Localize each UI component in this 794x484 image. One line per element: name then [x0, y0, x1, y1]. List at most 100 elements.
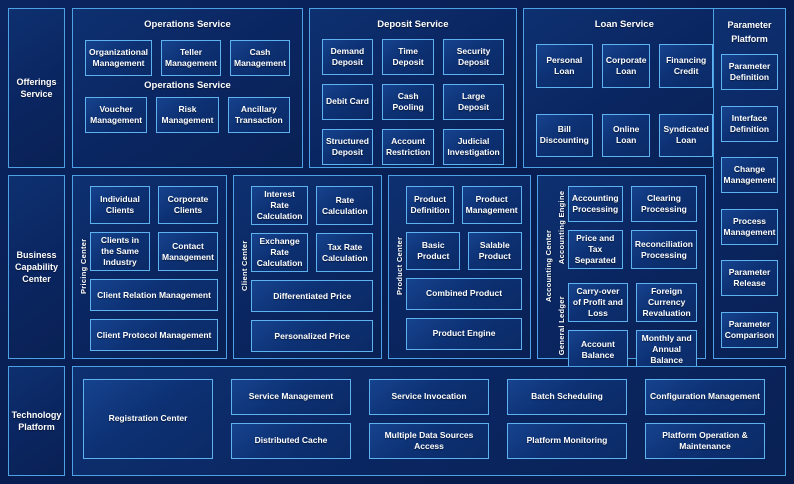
accounting-engine-section: Accounting Engine Accounting Processing … [555, 186, 697, 270]
node-foreign-currency-revaluation: Foreign Currency Revaluation [636, 283, 697, 323]
node-judicial-investigation: Judicial Investigation [443, 129, 504, 165]
deposit-grid: Demand Deposit Time Deposit Security Dep… [321, 39, 504, 165]
node-reconciliation-processing: Reconciliation Processing [630, 230, 697, 270]
parameter-platform-title: Parameter Platform [727, 20, 772, 44]
product-center-vertical-label: Product Center [395, 236, 405, 296]
pricing-row-2: Clients in the Same Industry Contact Man… [90, 232, 218, 272]
node-security-deposit: Security Deposit [443, 39, 504, 75]
client-center-vertical-label: Client Center [239, 240, 249, 292]
accounting-center-content: Accounting Engine Accounting Processing … [555, 182, 697, 370]
node-personal-loan: Personal Loan [535, 44, 593, 88]
node-interface-definition: Interface Definition [721, 105, 778, 142]
node-contact-management: Contact Management [157, 232, 218, 272]
pricing-center-vertical-label: Pricing Center [79, 238, 88, 294]
node-client-relation-management: Client Relation Management [90, 279, 218, 312]
node-account-balance: Account Balance [567, 330, 629, 370]
node-monthly-and-annual-balance: Monthly and Annual Balance [636, 330, 697, 370]
node-multiple-data-sources-access: Multiple Data Sources Access [369, 423, 489, 459]
node-voucher-management: Voucher Management [85, 97, 148, 133]
node-service-management: Service Management [231, 379, 351, 415]
node-carry-over-of-profit-and-loss: Carry-over of Profit and Loss [567, 283, 629, 323]
node-account-restriction: Account Restriction [381, 129, 435, 165]
node-personalized-price: Personalized Price [250, 320, 374, 353]
node-risk-management: Risk Management [156, 97, 219, 133]
product-row-1: Product Definition Product Management [406, 186, 522, 224]
node-product-management: Product Management [461, 186, 522, 224]
node-syndicated-loan: Syndicated Loan [659, 113, 713, 157]
panel-parameter-platform: Parameter Platform Parameter Definition … [713, 8, 786, 359]
node-debit-card: Debit Card [321, 84, 373, 120]
operations-row-2: Voucher Management Risk Management Ancil… [85, 97, 290, 133]
node-parameter-definition: Parameter Definition [721, 54, 778, 90]
node-parameter-comparison: Parameter Comparison [721, 311, 778, 348]
operations-row-1: Organizational Management Teller Managem… [85, 40, 290, 76]
node-differentiated-price: Differentiated Price [250, 280, 374, 313]
node-platform-operation-maintenance: Platform Operation & Maintenance [645, 423, 765, 459]
node-price-and-tax-separated: Price and Tax Separated [567, 230, 623, 270]
group-pricing-center: Pricing Center Individual Clients Corpor… [72, 175, 227, 359]
group-client-center: Client Center Interest Rate Calculation … [232, 175, 383, 359]
loan-service-title: Loan Service [594, 19, 654, 30]
node-product-engine: Product Engine [406, 318, 522, 350]
node-cash-pooling: Cash Pooling [381, 84, 435, 120]
node-change-management: Change Management [721, 157, 778, 194]
sidebar-offerings-service: Offerings Service [8, 8, 65, 168]
operations-service-title: Operations Service [144, 19, 231, 30]
product-center-content: Product Definition Product Management Ba… [406, 182, 522, 350]
client-row-2: Exchange Rate Calculation Tax Rate Calcu… [250, 233, 374, 273]
group-accounting-center: Accounting Center Accounting Engine Acco… [536, 175, 706, 370]
group-product-center: Product Center Product Definition Produc… [388, 175, 531, 359]
node-process-management: Process Management [721, 208, 778, 245]
node-teller-management: Teller Management [161, 40, 221, 76]
node-platform-monitoring: Platform Monitoring [507, 423, 627, 459]
node-rate-calculation: Rate Calculation [316, 186, 374, 226]
node-large-deposit: Large Deposit [443, 84, 504, 120]
general-ledger-grid: Carry-over of Profit and Loss Foreign Cu… [567, 283, 697, 370]
node-structured-deposit: Structured Deposit [321, 129, 373, 165]
pricing-row-1: Individual Clients Corporate Clients [90, 186, 218, 224]
node-salable-product: Salable Product [468, 232, 522, 270]
node-organizational-management: Organizational Management [85, 40, 153, 76]
node-clients-in-the-same-industry: Clients in the Same Industry [90, 232, 150, 272]
node-individual-clients: Individual Clients [90, 186, 150, 224]
node-corporate-clients: Corporate Clients [157, 186, 218, 224]
loan-grid: Personal Loan Corporate Loan Financing C… [535, 44, 713, 157]
node-clearing-processing: Clearing Processing [630, 186, 697, 222]
node-client-protocol-management: Client Protocol Management [90, 319, 218, 352]
node-online-loan: Online Loan [601, 113, 651, 157]
business-capability-row: Pricing Center Individual Clients Corpor… [72, 175, 706, 370]
node-ancillary-transaction: Ancillary Transaction [227, 97, 290, 133]
accounting-center-vertical-label: Accounting Center [543, 229, 553, 303]
node-tax-rate-calculation: Tax Rate Calculation [316, 233, 374, 273]
node-registration-center: Registration Center [83, 379, 213, 459]
node-corporate-loan: Corporate Loan [601, 44, 651, 88]
node-interest-rate-calculation: Interest Rate Calculation [250, 186, 309, 226]
parameter-platform-items: Parameter Definition Interface Definitio… [721, 48, 778, 348]
node-product-definition: Product Definition [406, 186, 454, 224]
node-distributed-cache: Distributed Cache [231, 423, 351, 459]
top-services-row: Operations Service Organizational Manage… [72, 8, 726, 168]
node-service-invocation: Service Invocation [369, 379, 489, 415]
node-time-deposit: Time Deposit [381, 39, 435, 75]
node-configuration-management: Configuration Management [645, 379, 765, 415]
node-exchange-rate-calculation: Exchange Rate Calculation [250, 233, 309, 273]
node-combined-product: Combined Product [406, 278, 522, 310]
node-parameter-release: Parameter Release [721, 260, 778, 297]
node-demand-deposit: Demand Deposit [321, 39, 373, 75]
group-technology-platform: Registration Center Service Management S… [72, 366, 786, 476]
node-basic-product: Basic Product [406, 232, 461, 270]
node-financing-credit: Financing Credit [659, 44, 713, 88]
group-deposit-service: Deposit Service Demand Deposit Time Depo… [308, 8, 517, 168]
node-accounting-processing: Accounting Processing [567, 186, 623, 222]
node-batch-scheduling: Batch Scheduling [507, 379, 627, 415]
client-row-1: Interest Rate Calculation Rate Calculati… [250, 186, 374, 226]
deposit-service-title: Deposit Service [377, 19, 449, 30]
client-center-content: Interest Rate Calculation Rate Calculati… [250, 182, 374, 353]
node-bill-discounting: Bill Discounting [535, 113, 593, 157]
sidebar-technology-platform: Technology Platform [8, 366, 65, 476]
pricing-center-content: Individual Clients Corporate Clients Cli… [90, 182, 218, 352]
group-operations-service: Operations Service Organizational Manage… [72, 8, 303, 168]
group-loan-service: Loan Service Personal Loan Corporate Loa… [522, 8, 726, 168]
sidebar-business-capability-center: Business Capability Center [8, 175, 65, 359]
